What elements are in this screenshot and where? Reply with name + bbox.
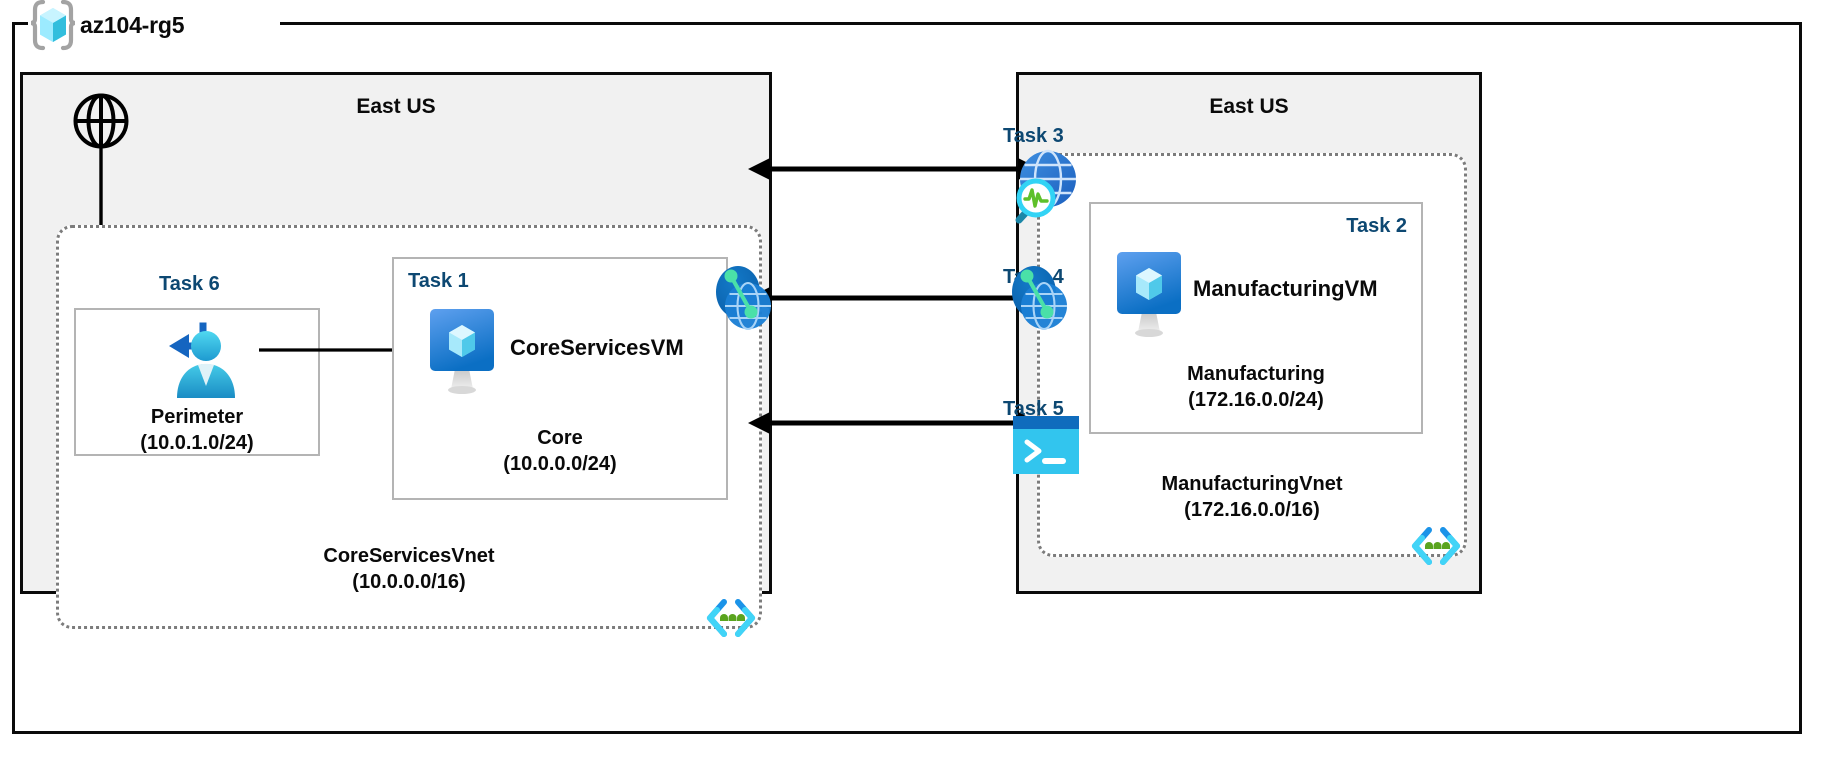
virtual-machine-icon-core [428, 307, 496, 395]
network-watcher-icon [1006, 146, 1080, 228]
connector-task4 [748, 282, 1040, 314]
connector-task3 [748, 153, 1040, 185]
task-label-3: Task 3 [1003, 125, 1064, 147]
resource-group-title: az104-rg5 [30, 0, 185, 51]
resource-group-frame [12, 22, 1802, 734]
connector-task5 [748, 407, 1040, 439]
subnet-manufacturing: Task 2 [1089, 202, 1423, 434]
bastion-user-icon [159, 320, 237, 402]
vnet-peering-icon-left [712, 258, 774, 340]
virtual-machine-icon-manufacturing [1115, 250, 1183, 338]
network-security-group-icon-manufacturing [1408, 524, 1464, 568]
region-title-right: East US [1209, 95, 1289, 118]
vnet-manufacturing-label: ManufacturingVnet(172.16.0.0/16) [1161, 473, 1343, 521]
subnet-core: Task 1 [392, 257, 728, 500]
region-east-us-right: East US Task 2 [1016, 72, 1482, 594]
network-security-group-icon-core [703, 596, 759, 640]
vm-name-manufacturing: ManufacturingVM [1193, 276, 1378, 301]
vnet-manufacturing: Task 2 [1037, 153, 1467, 565]
vm-name-coreservices: CoreServicesVM [510, 335, 684, 360]
subnet-perimeter: Perimeter(10.0.1.0/24) [74, 308, 320, 456]
task-label-6: Task 6 [159, 273, 220, 295]
internet-globe-icon [72, 92, 130, 150]
region-title-left: East US [356, 95, 436, 118]
subnet-manufacturing-label: Manufacturing(172.16.0.0/24) [1187, 363, 1325, 411]
task-label-2: Task 2 [1346, 215, 1407, 237]
vnet-coreservices-label: CoreServicesVnet(10.0.0.0/16) [323, 545, 495, 593]
region-east-us-left: East US Task 6 [20, 72, 772, 637]
task-label-1: Task 1 [408, 270, 469, 292]
subnet-perimeter-label: Perimeter(10.0.1.0/24) [140, 406, 254, 454]
vnet-coreservices: Task 6 [56, 225, 762, 637]
azure-resource-group-icon [30, 0, 76, 51]
vnet-peering-icon-right [1008, 258, 1070, 340]
cloud-shell-icon [1013, 416, 1079, 474]
subnet-core-label: Core(10.0.0.0/24) [503, 427, 617, 475]
resource-group-name: az104-rg5 [80, 11, 185, 38]
